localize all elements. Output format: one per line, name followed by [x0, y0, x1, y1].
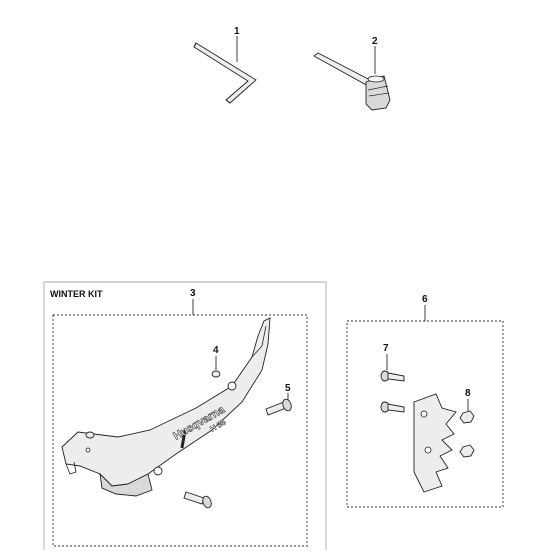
- bolt-part-7[interactable]: [380, 370, 405, 382]
- bumper-spike-plate[interactable]: [413, 393, 457, 493]
- o-ring-left[interactable]: [85, 431, 95, 439]
- callout-number-3: 3: [190, 288, 196, 299]
- callout-number-2: 2: [372, 36, 378, 47]
- nut-lower[interactable]: [459, 444, 475, 458]
- screw-lower[interactable]: [183, 491, 213, 509]
- callout-number-7: 7: [383, 343, 389, 354]
- callout-number-4: 4: [213, 345, 219, 356]
- hex-key-part-1[interactable]: [193, 42, 257, 104]
- callout-number-8: 8: [465, 388, 471, 399]
- bolt-lower[interactable]: [380, 401, 405, 413]
- o-ring-part-4[interactable]: [211, 370, 221, 378]
- screw-part-5[interactable]: [265, 398, 293, 416]
- winter-kit-title: WINTER KIT: [50, 289, 103, 299]
- winter-cover-part-3[interactable]: [61, 317, 271, 497]
- callout-number-5: 5: [285, 383, 291, 394]
- spanner-wrench-part-2[interactable]: [313, 52, 391, 111]
- winter-kit-frame: [43, 281, 327, 550]
- callout-number-6: 6: [422, 294, 428, 305]
- nut-part-8[interactable]: [459, 410, 475, 424]
- part-3-group-box: [52, 314, 308, 547]
- callout-number-1: 1: [234, 26, 240, 37]
